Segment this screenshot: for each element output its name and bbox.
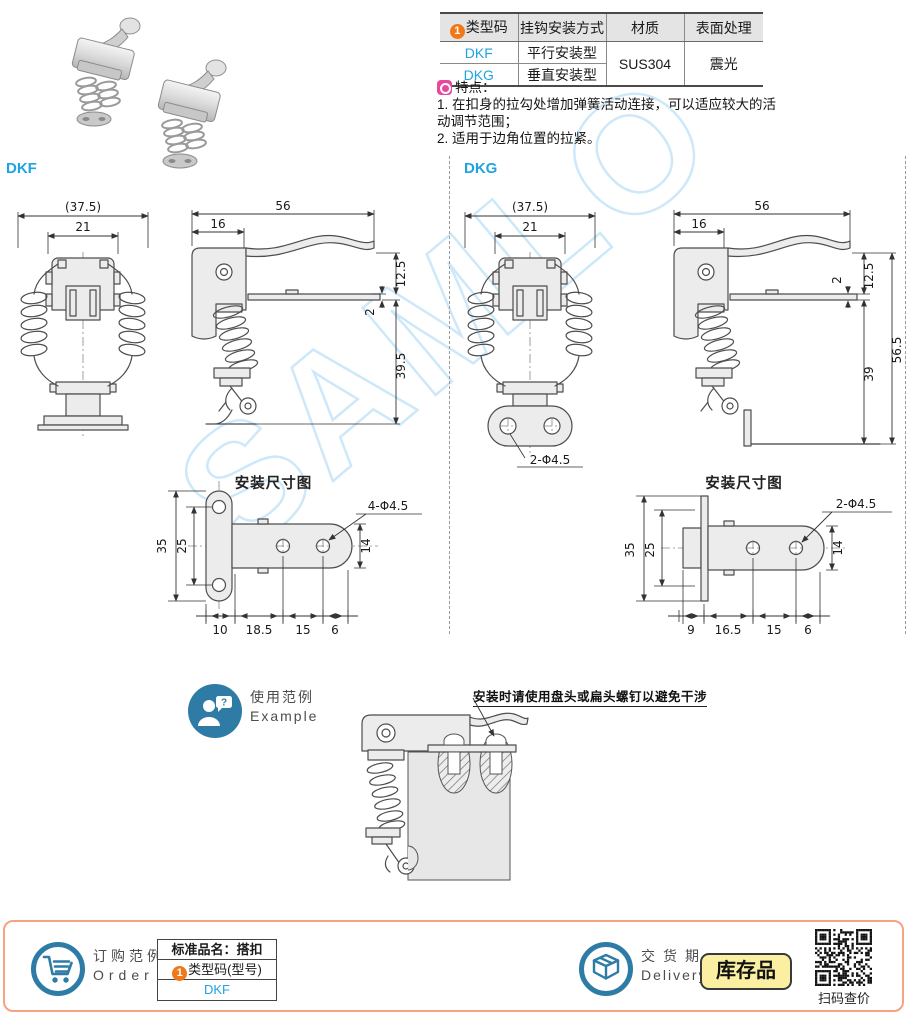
dim-label: 56 <box>275 199 290 213</box>
dkf-install-drawing: 35 25 4-Φ4.5 14 10 18.5 15 6 <box>155 481 422 637</box>
spec-header-mount: 挂钩安装方式 <box>517 13 606 42</box>
spec-mount-dkf: 平行安装型 <box>517 41 606 64</box>
dim-label: 56.5 <box>890 337 904 364</box>
spring-coil <box>694 305 741 373</box>
spec-row-dkg: DKG 垂直安装型 <box>440 63 763 86</box>
package-box-icon <box>579 942 633 996</box>
example-drawing <box>361 697 529 881</box>
dim-label: 39 <box>862 366 876 381</box>
dkf-front-view: (37.5) 21 <box>17 200 149 436</box>
example-icon: ? <box>188 684 242 738</box>
note-leader-line <box>472 697 495 737</box>
spring-coil <box>212 305 259 373</box>
delivery-label-en: Delivery <box>641 967 708 983</box>
spring-coils <box>467 291 593 357</box>
dkg-install-title: 安装尺寸图 <box>705 476 783 492</box>
number-1-badge-icon: 1 <box>449 23 465 39</box>
section-label-dkf: DKF <box>6 160 37 177</box>
dim-label: 35 <box>155 538 169 553</box>
dim-label: 25 <box>175 538 189 553</box>
dim-label: 10 <box>212 623 227 637</box>
features-block: 特点： 1. 在扣身的拉勾处增加弹簧活动连接，可以适应较大的活动调节范围； 2.… <box>437 79 781 147</box>
dkf-base-flange <box>37 393 129 431</box>
dim-label: 21 <box>522 220 537 234</box>
dkg-side-view: 56 16 2 12.5 39 56.5 <box>673 199 904 447</box>
dim-label: 2-Φ4.5 <box>836 497 877 511</box>
dim-label: 12.5 <box>862 263 876 290</box>
dim-label: 16.5 <box>715 623 742 637</box>
dim-label: 21 <box>75 220 90 234</box>
dkf-install-title: 安装尺寸图 <box>234 476 313 492</box>
qr-code <box>815 929 872 986</box>
dim-label: 6 <box>804 623 812 637</box>
features-title-row: 特点： <box>437 79 781 96</box>
dim-label: 15 <box>766 623 781 637</box>
spring-coil <box>366 762 406 832</box>
dim-label: 2 <box>363 308 377 316</box>
dim-label: 39.5 <box>394 353 408 380</box>
section-label-dkg: DKG <box>464 160 498 177</box>
delivery-label-cn: 交货期 <box>641 948 707 964</box>
dim-label: 35 <box>623 542 637 557</box>
dkg-base-plate <box>487 393 573 447</box>
spec-row-dkf: DKF 平行安装型 SUS304 震光 <box>440 41 763 86</box>
dim-label: 56 <box>754 199 769 213</box>
example-label-en: Example <box>250 708 319 724</box>
feature-item-1: 1. 在扣身的拉勾处增加弹簧活动连接，可以适应较大的活动调节范围； <box>437 97 777 129</box>
person-question-icon <box>188 684 242 738</box>
dim-label: 16 <box>691 217 706 231</box>
product-photo <box>70 17 227 169</box>
dim-label: 25 <box>643 542 657 557</box>
dim-label: 16 <box>210 217 225 231</box>
dim-label: 9 <box>687 623 695 637</box>
dim-label: 15 <box>295 623 310 637</box>
cart-icon <box>31 942 85 996</box>
order-label-en: Order <box>93 967 154 983</box>
spec-material: SUS304 <box>605 41 684 86</box>
stock-status-badge: 库存品 <box>700 953 792 990</box>
spring-coils <box>20 291 146 357</box>
feature-item-2: 2. 适用于边角位置的拉紧。 <box>437 131 601 146</box>
spec-finish: 震光 <box>683 41 763 86</box>
dim-label: 18.5 <box>246 623 273 637</box>
spec-header-material: 材质 <box>605 13 684 42</box>
dim-label: 14 <box>831 540 845 555</box>
question-mark: ? <box>221 698 227 709</box>
qr-caption: 扫码查价 <box>817 991 870 1006</box>
dkg-front-view: (37.5) 21 <box>464 200 596 468</box>
dim-label: 12.5 <box>394 261 408 288</box>
dkg-install-drawing: 35 25 2-Φ4.5 14 9 16.5 15 6 <box>623 495 892 637</box>
dkf-side-view: 56 16 12.5 2 39.5 <box>191 199 408 425</box>
install-note: 安装时请使用盘头或扁头螺钉以避免干涉 <box>473 686 708 707</box>
dim-label: (37.5) <box>512 200 548 214</box>
spec-header-finish: 表面处理 <box>683 13 763 42</box>
screws <box>443 733 507 775</box>
page-edge-divider <box>905 156 906 634</box>
features-title: 特点： <box>455 80 496 95</box>
column-divider <box>449 156 450 634</box>
order-example-code: DKF <box>204 982 230 997</box>
dim-label: 14 <box>359 538 373 553</box>
dim-label: 6 <box>331 623 339 637</box>
dim-label: 2-Φ4.5 <box>530 453 571 467</box>
dim-label: (37.5) <box>65 200 101 214</box>
spec-code-dkf: DKF <box>440 41 518 64</box>
spec-mount-dkg: 垂直安装型 <box>517 63 606 86</box>
number-1-badge-icon: 1 <box>172 966 188 981</box>
dim-label: 2 <box>830 276 844 284</box>
pink-ring-badge-icon <box>437 80 452 95</box>
order-std-name: 标准品名：搭扣 <box>158 940 276 960</box>
spec-code-dkg: DKG <box>463 66 494 83</box>
example-label-cn: 使用范例 <box>250 689 314 705</box>
order-label-cn: 订购范例 <box>93 948 165 964</box>
dim-label: 4-Φ4.5 <box>368 499 409 513</box>
